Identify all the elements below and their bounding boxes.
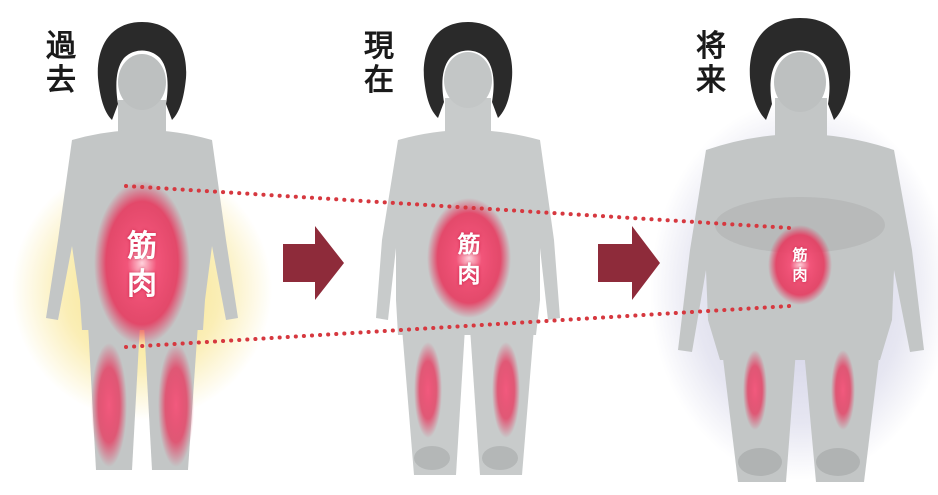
stage-label-present-char1: 現 (364, 29, 394, 64)
present-leg-muscle-right (492, 342, 520, 438)
past-leg-muscle-left (91, 343, 127, 467)
muscle-label-future: 筋 肉 (785, 245, 815, 285)
future-leg-muscle-left (743, 350, 767, 430)
guide-line-top (124, 184, 792, 230)
past-leg-muscle-right (158, 343, 194, 467)
stage-label-past: 過 去 (44, 30, 78, 98)
muscle-label-past-char1: 筋 (127, 229, 157, 264)
present-leg-muscle-left (414, 342, 442, 438)
future-leg-muscle-right (831, 350, 855, 430)
stage-label-future: 将 来 (694, 30, 728, 98)
past-hair (97, 22, 187, 120)
past-abdominal-muscle (94, 181, 190, 345)
figure-past (12, 22, 272, 470)
stage-label-present: 現 在 (362, 30, 396, 98)
muscle-label-past-char2: 肉 (127, 267, 157, 302)
stage-label-past-char1: 過 (46, 29, 76, 64)
present-hair (423, 22, 513, 118)
muscle-label-past: 筋 肉 (118, 228, 166, 304)
guide-line-bottom (124, 304, 792, 349)
muscle-guide-lines (124, 184, 792, 349)
muscle-label-present: 筋 肉 (448, 230, 490, 290)
present-abdominal-muscle (427, 198, 511, 318)
stage-label-future-char1: 将 (696, 29, 726, 64)
figure-future (650, 18, 938, 482)
muscle-label-present-char1: 筋 (457, 232, 481, 258)
right-arrow-icon (283, 226, 344, 300)
stage-label-future-char2: 来 (696, 63, 726, 98)
stage-label-past-char2: 去 (46, 63, 76, 98)
future-hair (749, 18, 851, 120)
muscle-label-future-char1: 筋 (792, 246, 808, 264)
future-abdominal-muscle (768, 225, 832, 305)
muscle-label-present-char2: 肉 (457, 262, 481, 288)
muscle-label-future-char2: 肉 (792, 266, 808, 284)
stage-label-present-char2: 在 (364, 63, 394, 98)
figure-present (376, 22, 560, 475)
right-arrow-icon (598, 226, 660, 300)
